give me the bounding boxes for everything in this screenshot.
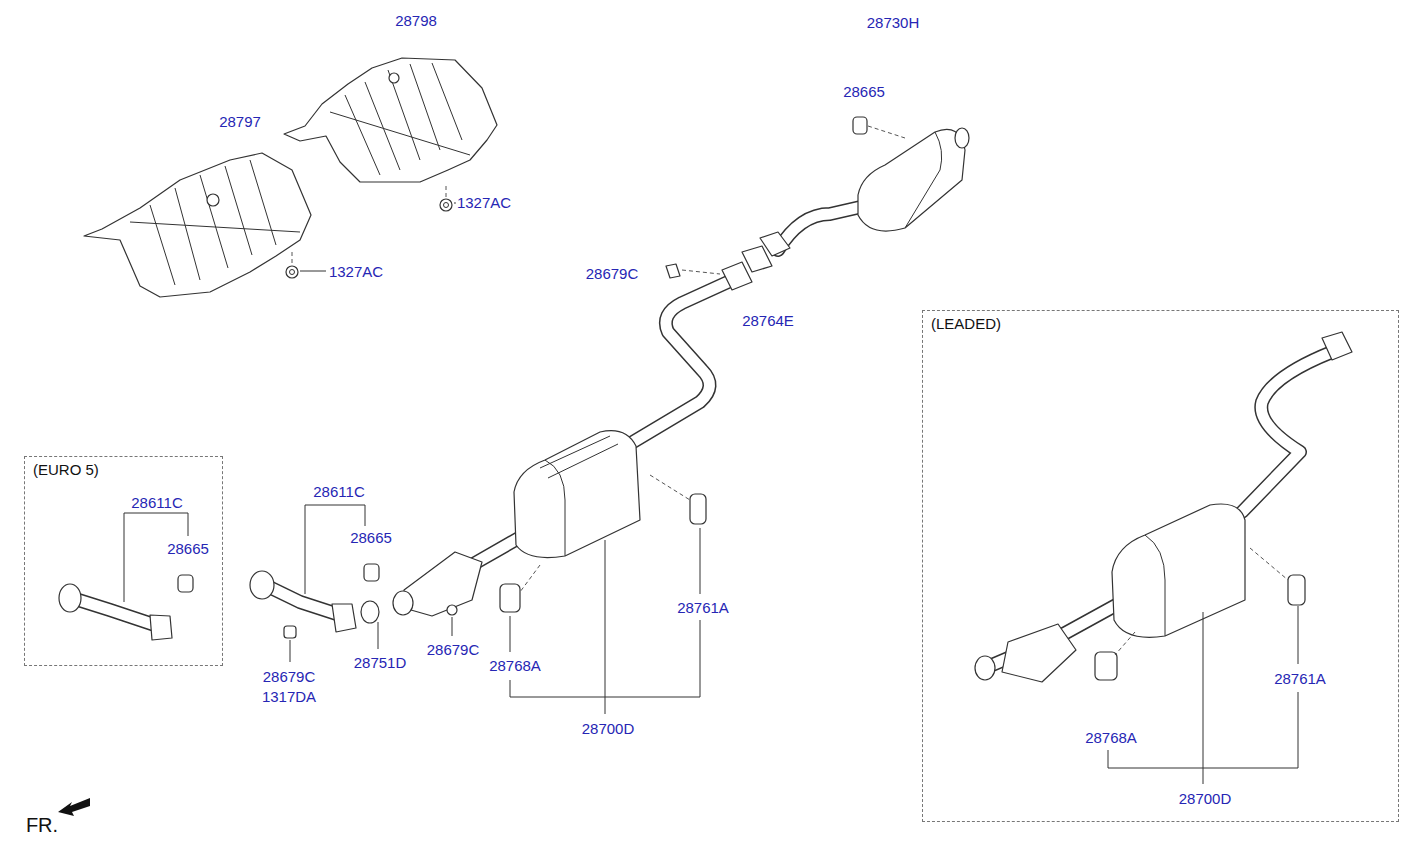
illustration-stroke [858, 129, 965, 231]
illustration-stroke [868, 126, 905, 138]
illustration-stroke [514, 431, 640, 558]
illustration-stroke [1242, 352, 1332, 512]
part-number: 28679C [262, 668, 317, 685]
illustration-stroke [447, 605, 457, 615]
illustration-stroke [330, 63, 470, 175]
illustration-stroke [404, 552, 482, 616]
illustration-stroke [1115, 548, 1288, 655]
front-indicator: FR. [25, 817, 59, 834]
illustration-stroke [292, 186, 446, 265]
illustration-stroke [1145, 535, 1165, 636]
illustration-stroke [305, 505, 365, 594]
part-number: 28611C [312, 483, 365, 500]
illustration-stroke [633, 282, 728, 442]
part-number: 28665 [842, 83, 886, 100]
illustration-stroke [540, 436, 618, 556]
illustration-stroke [1108, 606, 1298, 784]
illustration-stroke [284, 58, 497, 182]
part-number: 28665 [349, 529, 393, 546]
heat-shield [84, 153, 311, 297]
illustration-stroke [778, 206, 865, 250]
part-number: 28764E [741, 312, 795, 329]
main-muffler [393, 431, 706, 714]
part-number: 28761A [676, 599, 730, 616]
illustration-stroke [633, 282, 728, 442]
illustration-stroke [1242, 352, 1332, 512]
option-region: (EURO 5) [24, 456, 223, 666]
region-heading: (EURO 5) [33, 461, 99, 478]
part-number: 28761A [1273, 670, 1327, 687]
illustration-stroke [72, 598, 155, 625]
part-number: 28768A [1084, 729, 1138, 746]
part-number: 28700D [1178, 790, 1233, 807]
illustration-stroke [361, 601, 379, 623]
illustration-stroke [72, 598, 155, 625]
region-heading: (LEADED) [931, 315, 1001, 332]
part-number: 1317DA [261, 688, 317, 705]
leaded-muffler [975, 332, 1352, 784]
illustration-stroke [84, 153, 311, 297]
illustration-stroke [393, 591, 413, 615]
illustration-stroke [1288, 575, 1305, 605]
part-number: 28679C [585, 265, 640, 282]
illustration-stroke [452, 617, 453, 636]
illustration-stroke [332, 604, 356, 632]
illustration-stroke [1095, 652, 1117, 680]
illustration-stroke [682, 270, 720, 274]
illustration-stroke [150, 615, 172, 640]
part-number: 28768A [488, 657, 542, 674]
illustration-stroke [124, 513, 188, 602]
part-number: 1327AC [328, 263, 384, 280]
illustration-stroke [510, 528, 700, 714]
illustration-stroke [690, 494, 706, 524]
illustration-stroke [1112, 504, 1245, 637]
front-arrow [58, 798, 90, 816]
part-number: 28798 [394, 12, 438, 29]
illustration-stroke [778, 206, 865, 250]
part-number: 28665 [166, 540, 210, 557]
illustration-stroke [284, 626, 296, 638]
illustration-stroke [364, 564, 379, 581]
illustration-stroke [178, 575, 193, 592]
illustration-stroke [500, 584, 520, 612]
front-pipe [59, 513, 193, 640]
center-pipe [633, 262, 752, 442]
illustration-stroke [666, 264, 680, 278]
illustration-stroke [1002, 624, 1076, 682]
illustration-stroke [440, 199, 452, 211]
illustration-stroke [853, 117, 867, 134]
illustration-stroke [207, 194, 219, 206]
part-number: 28730H [866, 14, 921, 31]
part-number: 28679C [426, 641, 481, 658]
part-number: 1327AC [456, 194, 512, 211]
part-number: 28700D [581, 720, 636, 737]
illustration-stroke [742, 246, 772, 272]
illustration-stroke [905, 132, 942, 228]
heat-shield [284, 58, 497, 182]
illustration-stroke [1322, 332, 1352, 360]
part-number: 28797 [218, 113, 262, 130]
illustration-stroke [286, 266, 298, 278]
illustration-stroke [59, 584, 81, 612]
illustration-stroke [265, 585, 340, 615]
illustration-stroke [975, 656, 995, 680]
illustration-stroke [389, 73, 399, 83]
illustration-stroke [265, 585, 340, 615]
part-number: 28611C [130, 494, 183, 511]
illustration-stroke [722, 262, 752, 290]
option-region: (LEADED) [922, 310, 1399, 822]
illustration-stroke [955, 128, 969, 148]
illustration-stroke [444, 203, 449, 208]
illustration-stroke [250, 571, 274, 599]
rear-muffler [742, 117, 969, 272]
illustration-stroke [130, 160, 300, 285]
illustration-stroke [290, 270, 295, 275]
illustration-stroke [300, 203, 456, 271]
part-number: 28751D [353, 654, 408, 671]
